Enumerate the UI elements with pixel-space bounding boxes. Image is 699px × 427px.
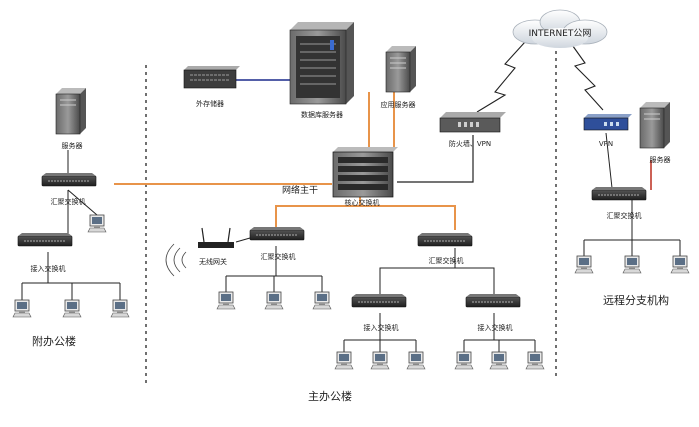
pc-icon	[454, 351, 474, 370]
firewall-label: 防火墙、VPN	[449, 139, 491, 148]
remote-branch-label: 远程分支机构	[603, 293, 669, 307]
pc-icon	[574, 255, 594, 274]
pc-icon	[334, 351, 354, 370]
vpn-label: VPN	[599, 140, 613, 148]
access-switch-left-icon	[17, 232, 73, 247]
internet-label: INTERNET公网	[529, 28, 592, 39]
pc-icon	[525, 351, 545, 370]
access-switch-left-label: 接入交换机	[31, 264, 66, 273]
agg-switch-mid-icon	[249, 226, 305, 241]
annex-links	[21, 150, 121, 300]
wireless-gateway-label: 无线网关	[199, 257, 227, 266]
agg-switch-left-label: 汇聚交换机	[51, 197, 86, 206]
pc-icon	[216, 291, 236, 310]
internet-link-left	[476, 41, 526, 113]
pc-icon	[670, 255, 690, 274]
internet-link-right	[569, 41, 604, 111]
annex-building-label: 附办公楼	[32, 334, 76, 348]
pc-icon	[12, 299, 32, 318]
access-switch-b-icon	[465, 293, 521, 308]
wireless-gateway-icon	[165, 227, 234, 277]
db-server-label: 数据库服务器	[301, 110, 343, 119]
pc-icon	[87, 214, 107, 233]
remote-links	[583, 132, 681, 256]
access-switch-a-label: 接入交换机	[364, 323, 399, 332]
agg-switch-mid-label: 汇聚交换机	[261, 252, 296, 261]
agg-switch-right-label: 汇聚交换机	[607, 211, 642, 220]
app-server-icon	[385, 46, 416, 93]
backbone-links	[114, 92, 456, 230]
agg-switch-mid-right-label: 汇聚交换机	[429, 256, 464, 265]
backbone-label: 网络主干	[282, 184, 318, 196]
core-switch-icon	[332, 147, 398, 198]
access-switch-a-icon	[351, 293, 407, 308]
vpn-device-icon	[583, 114, 632, 131]
server-right-icon	[639, 102, 670, 149]
app-server-label: 应用服务器	[381, 100, 416, 109]
pc-icon	[489, 351, 509, 370]
server-right-label: 服务器	[650, 155, 671, 164]
internet-cloud-icon	[512, 9, 608, 48]
external-storage-icon	[183, 66, 240, 89]
main-building-label: 主办公楼	[308, 389, 352, 403]
access-switch-b-label: 接入交换机	[478, 323, 513, 332]
firewall-icon	[439, 112, 506, 133]
external-storage-label: 外存储器	[196, 99, 224, 108]
pc-icon	[110, 299, 130, 318]
pc-icon	[62, 299, 82, 318]
pc-icon	[622, 255, 642, 274]
main-links	[225, 237, 536, 352]
agg-switch-left-icon	[41, 172, 97, 187]
pc-icon	[264, 291, 284, 310]
server-left-label: 服务器	[62, 141, 83, 150]
agg-switch-mid-right-icon	[417, 232, 473, 247]
pc-icon	[370, 351, 390, 370]
pc-icon	[312, 291, 332, 310]
agg-switch-right-icon	[591, 186, 647, 201]
core-switch-label: 核心交换机	[345, 198, 380, 207]
firewall-link	[397, 135, 474, 183]
pc-icon	[406, 351, 426, 370]
database-server-icon	[289, 22, 354, 105]
server-left-icon	[55, 88, 86, 135]
